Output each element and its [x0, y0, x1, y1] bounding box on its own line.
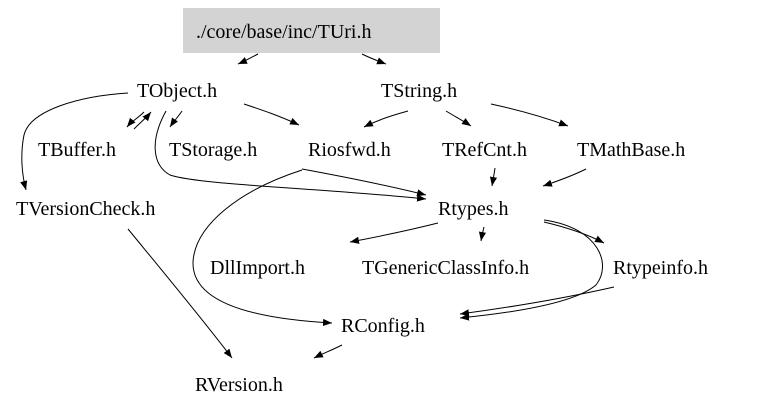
node-tbuffer[interactable]: TBuffer.h [38, 139, 116, 161]
edge-tobject-rtypes [154, 110, 427, 202]
node-root[interactable]: ./core/base/inc/TUri.h [196, 21, 372, 43]
node-tobject[interactable]: TObject.h [137, 80, 217, 102]
edge-root-tstring [361, 53, 387, 65]
node-labels: ./core/base/inc/TUri.h TObject.h TString… [16, 21, 708, 396]
edge-rtypes-tgenericclassinfo [478, 226, 487, 242]
edge-tobject-tversioncheck [20, 92, 129, 191]
node-rconfig[interactable]: RConfig.h [341, 315, 425, 337]
edge-rconfig-rversion [313, 344, 343, 359]
edge-tbuffer-tobject [133, 111, 152, 130]
edges [20, 53, 615, 359]
node-tmathbase[interactable]: TMathBase.h [577, 139, 685, 161]
edge-tstring-tmathbase [490, 103, 569, 127]
node-trefcnt[interactable]: TRefCnt.h [442, 139, 527, 161]
edge-tstring-trefcnt [445, 110, 472, 127]
node-tgenericclassinfo[interactable]: TGenericClassInfo.h [362, 257, 529, 279]
node-rtypeinfo[interactable]: Rtypeinfo.h [613, 257, 708, 279]
edge-rtypes-rtypeinfo [543, 221, 605, 244]
edge-tstring-riosfwd [363, 110, 409, 128]
edge-tobject-tstorage [169, 110, 183, 128]
node-tstorage[interactable]: TStorage.h [169, 139, 257, 161]
root-node-box [183, 8, 440, 53]
edge-root-tobject [237, 53, 259, 65]
node-tversioncheck[interactable]: TVersionCheck.h [16, 198, 155, 220]
node-tstring[interactable]: TString.h [381, 80, 457, 102]
edge-rtypeinfo-rconfig [459, 286, 615, 317]
edge-tmathbase-rtypes [542, 168, 587, 187]
edge-riosfwd-rtypes [301, 168, 427, 197]
edge-rtypes-rconfig [459, 219, 603, 321]
node-riosfwd[interactable]: Riosfwd.h [308, 139, 391, 161]
edge-tversioncheck-rversion [127, 228, 233, 359]
edge-tobject-riosfwd [243, 103, 300, 126]
node-rversion[interactable]: RVersion.h [195, 374, 283, 396]
edge-rtypes-dllimport [349, 222, 439, 244]
node-dllimport[interactable]: DllImport.h [210, 257, 305, 279]
node-rtypes[interactable]: Rtypes.h [438, 198, 509, 220]
edge-riosfwd-rconfig [192, 169, 333, 327]
edge-trefcnt-rtypes [489, 167, 498, 187]
edge-tobject-tbuffer [126, 111, 145, 128]
